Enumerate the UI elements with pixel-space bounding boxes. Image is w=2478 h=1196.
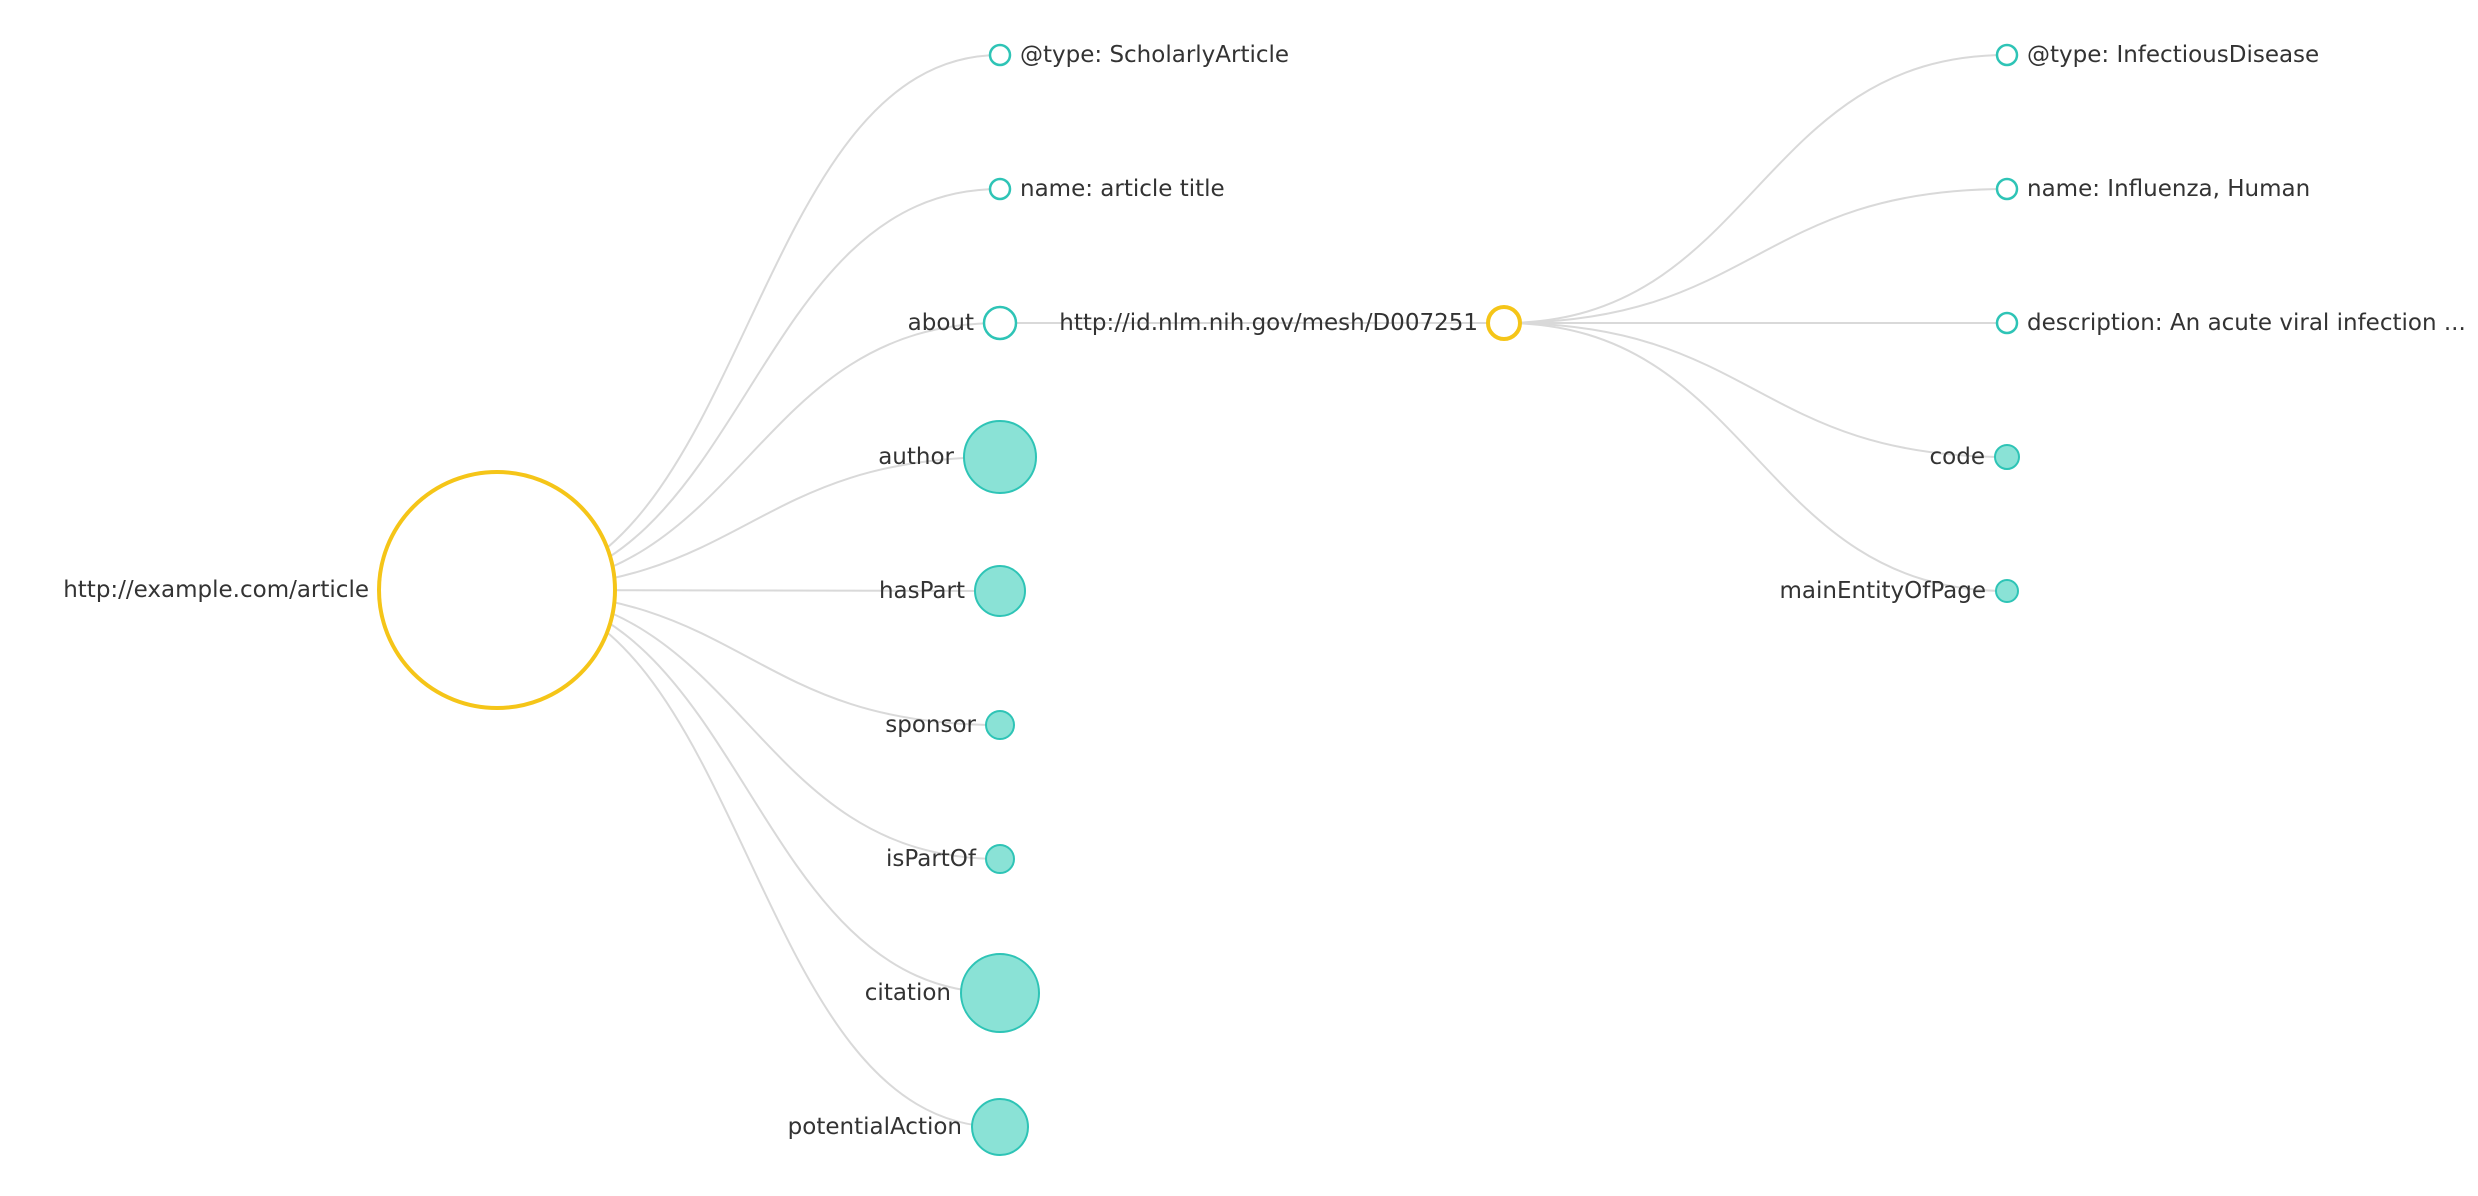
mesh-node-circle[interactable]	[1486, 305, 1522, 341]
mesh-child-description-an-acute-viral-infection-label: description: An acute viral infection ..…	[2027, 310, 2466, 336]
node-potentialaction-label: potentialAction	[788, 1114, 962, 1140]
node-at-type-scholarlyarticle	[988, 43, 1012, 67]
mesh-child-at-type-infectiousdisease-label: @type: InfectiousDisease	[2027, 42, 2319, 68]
mesh-child-mainentityofpage[interactable]	[1995, 579, 2019, 603]
mesh-child-name-influenza-human-label: name: Influenza, Human	[2027, 176, 2310, 202]
node-ispartof[interactable]	[985, 844, 1015, 874]
node-ispartof-label: isPartOf	[886, 846, 977, 872]
node-about-label: about	[908, 310, 974, 336]
root-node-circle[interactable]	[377, 470, 617, 710]
node-sponsor[interactable]	[985, 710, 1015, 740]
link-mesh-to-name-influenza-human	[1503, 188, 2008, 324]
mesh-child-code-label: code	[1930, 444, 1985, 470]
node-potentialaction[interactable]	[971, 1098, 1029, 1156]
mesh-child-description-an-acute-viral-infection	[1995, 311, 2019, 335]
mesh-child-mainentityofpage-label: mainEntityOfPage	[1780, 578, 1987, 604]
node-haspart-label: hasPart	[879, 578, 965, 604]
mesh-child-code[interactable]	[1994, 444, 2020, 470]
mesh-node-label: http://id.nlm.nih.gov/mesh/D007251	[1059, 310, 1478, 336]
node-citation-label: citation	[865, 980, 951, 1006]
link-mesh-to-at-type-infectiousdisease	[1503, 54, 2008, 324]
node-citation[interactable]	[960, 953, 1040, 1033]
node-author-label: author	[878, 444, 954, 470]
node-at-type-scholarlyarticle-label: @type: ScholarlyArticle	[1020, 42, 1289, 68]
node-haspart[interactable]	[974, 565, 1026, 617]
node-author[interactable]	[963, 420, 1037, 494]
node-name-article-title	[988, 177, 1012, 201]
tree-nodes: http://example.com/article @type: Scholar…	[63, 42, 2466, 1156]
mesh-child-name-influenza-human	[1995, 177, 2019, 201]
node-name-article-title-label: name: article title	[1020, 176, 1225, 202]
mesh-child-at-type-infectiousdisease	[1995, 43, 2019, 67]
root-node-label: http://example.com/article	[63, 577, 369, 603]
node-sponsor-label: sponsor	[885, 712, 976, 738]
node-about	[982, 305, 1018, 341]
link-mesh-to-mainentityofpage	[1503, 322, 2008, 592]
link-mesh-to-code	[1503, 322, 2008, 458]
